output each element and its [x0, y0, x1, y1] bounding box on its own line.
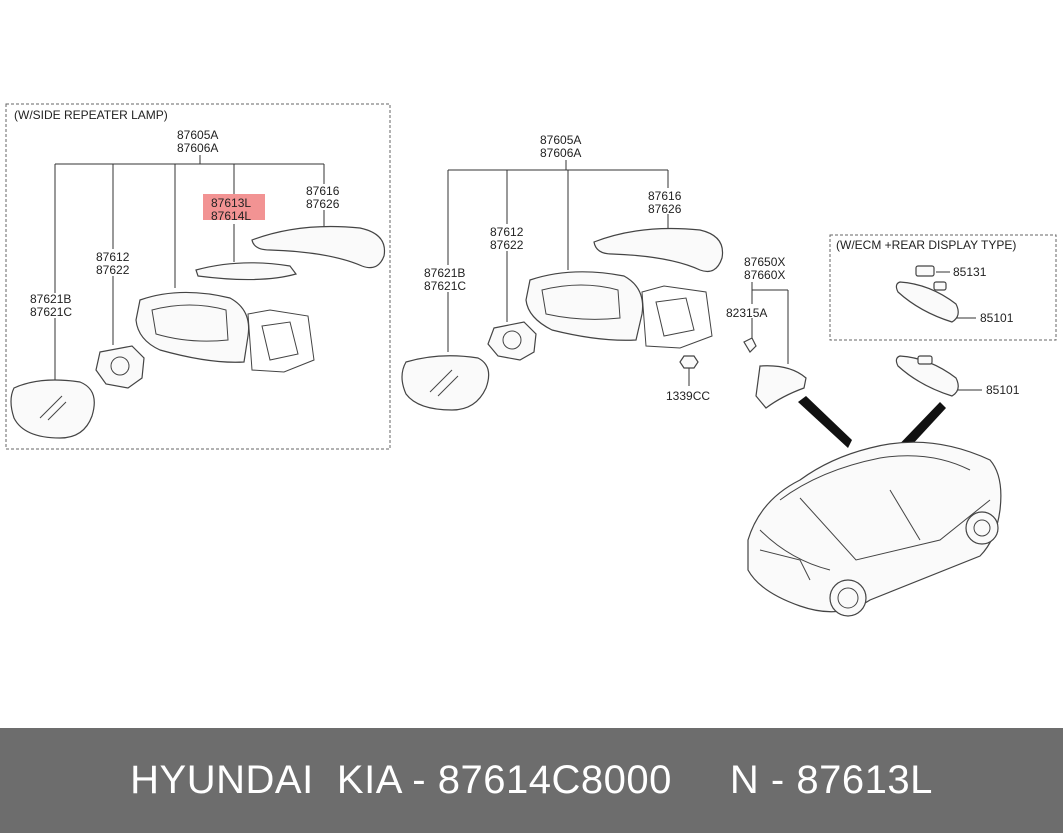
left-actuator [95, 345, 145, 389]
left-side-repeater-lamp [195, 262, 298, 281]
center-nut [679, 355, 699, 369]
center-inner-trim [755, 365, 807, 409]
right-box-title: (W/ECM +REAR DISPLAY TYPE) [836, 238, 1016, 252]
standard-inner-mirror [895, 355, 959, 397]
center-mirror-cover [593, 227, 724, 273]
left-mirror-glass [10, 379, 95, 439]
center-label-87660x: 87660X [744, 268, 785, 282]
footer-text: HYUNDAI KIA - 87614C8000 N - 87613L [130, 758, 933, 802]
center-label-87622: 87622 [490, 238, 524, 252]
right-variant-box [829, 234, 1057, 341]
left-label-87614l: 87614L [211, 209, 251, 223]
vehicle-illustration [747, 441, 1002, 617]
center-label-87650x: 87650X [744, 255, 785, 269]
left-mirror-housing [135, 291, 315, 373]
center-label-87621c: 87621C [424, 279, 466, 293]
ecm-inner-mirror [895, 281, 959, 323]
center-actuator [487, 321, 537, 361]
center-leader-lines [447, 160, 789, 386]
left-label-87613l: 87613L [211, 196, 251, 210]
center-clip [743, 337, 757, 353]
part-number-footer: HYUNDAI KIA - 87614C8000 N - 87613L [0, 728, 1063, 833]
center-label-82315a: 82315A [726, 306, 767, 320]
center-label-87616: 87616 [648, 189, 682, 203]
center-label-87621b: 87621B [424, 266, 465, 280]
center-label-1339cc: 1339CC [666, 389, 710, 403]
left-label-87621c: 87621C [30, 305, 72, 319]
right-label-85101-std: 85101 [986, 383, 1020, 397]
left-label-87606a: 87606A [177, 141, 218, 155]
right-label-85101-ecm: 85101 [980, 311, 1014, 325]
left-variant-box [5, 103, 391, 450]
left-label-87621b: 87621B [30, 292, 71, 306]
parts-diagram: (W/SIDE REPEATER LAMP) 87605A 87606A 876… [5, 103, 1057, 617]
center-mirror-housing [525, 271, 713, 349]
left-label-87612: 87612 [96, 250, 130, 264]
left-mirror-cover [251, 225, 386, 269]
center-label-87626: 87626 [648, 202, 682, 216]
left-leader-lines [54, 155, 325, 383]
highlight-87613l [203, 194, 265, 220]
left-label-87605a: 87605A [177, 128, 218, 142]
rain-sensor-part [915, 265, 947, 291]
center-label-87612: 87612 [490, 225, 524, 239]
right-leader-lines [936, 271, 982, 391]
left-label-87626: 87626 [306, 197, 340, 211]
left-label-87616: 87616 [306, 184, 340, 198]
center-label-87606a: 87606A [540, 146, 581, 160]
left-label-87622: 87622 [96, 263, 130, 277]
right-label-85131: 85131 [953, 265, 987, 279]
center-mirror-glass [401, 355, 490, 411]
center-label-87605a: 87605A [540, 133, 581, 147]
left-box-title: (W/SIDE REPEATER LAMP) [14, 108, 168, 122]
